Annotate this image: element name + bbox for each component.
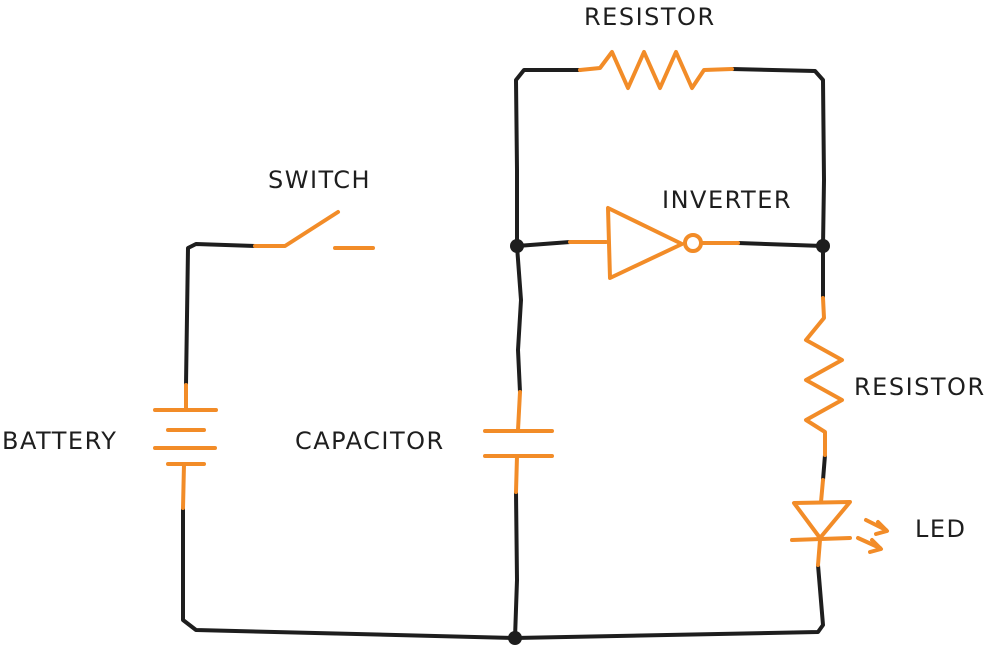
resistor-right (804, 296, 844, 457)
battery-symbol (153, 383, 218, 510)
label-inverter: INVERTER (662, 186, 792, 214)
wires (181, 67, 827, 640)
wire-switch-to-battery (184, 242, 257, 387)
label-capacitor: CAPACITOR (295, 427, 445, 455)
resistor-top (578, 50, 734, 90)
wire-bottom-rail-right (513, 563, 825, 640)
label-battery: BATTERY (2, 427, 117, 455)
capacitor-symbol (483, 390, 554, 494)
junction-left (510, 239, 524, 253)
wire-battery-to-ground (181, 506, 517, 640)
labels: RESISTOR SWITCH INVERTER RESISTOR BATTER… (2, 3, 986, 543)
wire-capacitor-to-junction (515, 244, 523, 394)
junction-bottom (508, 631, 522, 645)
label-switch: SWITCH (268, 166, 371, 194)
wire-junction-to-inverter (515, 240, 572, 248)
inverter-symbol (568, 206, 740, 280)
wire-capacitor-to-ground (513, 490, 519, 640)
switch-symbol (253, 210, 375, 250)
junctions (508, 239, 830, 645)
junction-right (816, 239, 830, 253)
wire-left-loop (514, 68, 582, 248)
label-resistor-right: RESISTOR (854, 373, 986, 401)
wire-resistor-to-led (821, 453, 827, 482)
wire-inverter-to-junction (736, 241, 825, 248)
label-resistor-top: RESISTOR (584, 3, 716, 31)
led-symbol (790, 478, 889, 567)
label-led: LED (915, 515, 967, 543)
wire-right-loop (730, 67, 826, 248)
